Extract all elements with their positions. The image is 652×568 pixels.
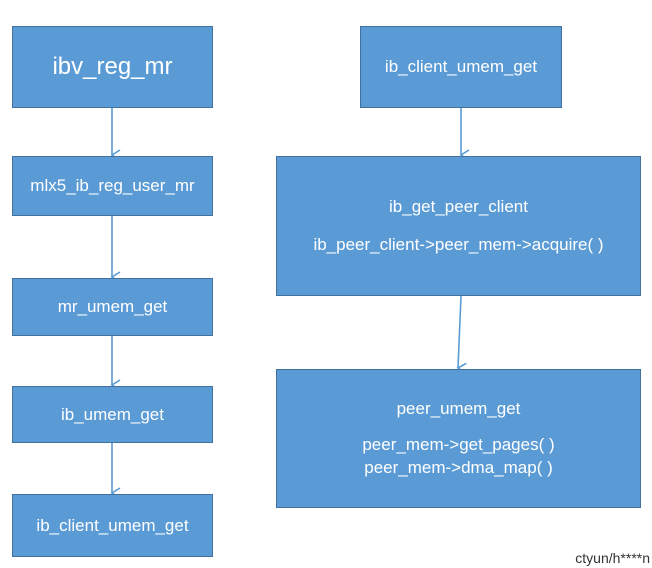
node-ib-get-peer-client: ib_get_peer_client ib_peer_client->peer_… (276, 156, 641, 296)
node-label: ib_umem_get (60, 404, 164, 424)
watermark: ctyun/h****n (575, 550, 650, 566)
node-detail-line: peer_mem->get_pages( ) (362, 435, 555, 454)
node-detail-line: peer_mem->dma_map( ) (364, 458, 553, 477)
node-mlx5-ib-reg-user-mr: mlx5_ib_reg_user_mr (12, 156, 213, 216)
node-title: peer_umem_get (396, 399, 521, 418)
node-peer-umem-get: peer_umem_get peer_mem->get_pages( ) pee… (276, 369, 641, 508)
node-mr-umem-get: mr_umem_get (12, 278, 213, 336)
node-label: ibv_reg_mr (52, 53, 173, 80)
node-ibv-reg-mr: ibv_reg_mr (12, 26, 213, 108)
node-ib-client-umem-get-left: ib_client_umem_get (12, 494, 213, 557)
node-label: ib_client_umem_get (384, 57, 538, 76)
node-detail-line: ib_peer_client->peer_mem->acquire( ) (313, 235, 604, 254)
node-label: mlx5_ib_reg_user_mr (30, 176, 195, 195)
arrow-get-peer-to-peer-umem (456, 295, 467, 374)
node-ib-umem-get: ib_umem_get (12, 386, 213, 443)
node-ib-client-umem-get-right: ib_client_umem_get (360, 26, 562, 108)
node-label: mr_umem_get (57, 297, 168, 316)
node-title: ib_get_peer_client (389, 197, 528, 216)
node-label: ib_client_umem_get (36, 515, 189, 535)
